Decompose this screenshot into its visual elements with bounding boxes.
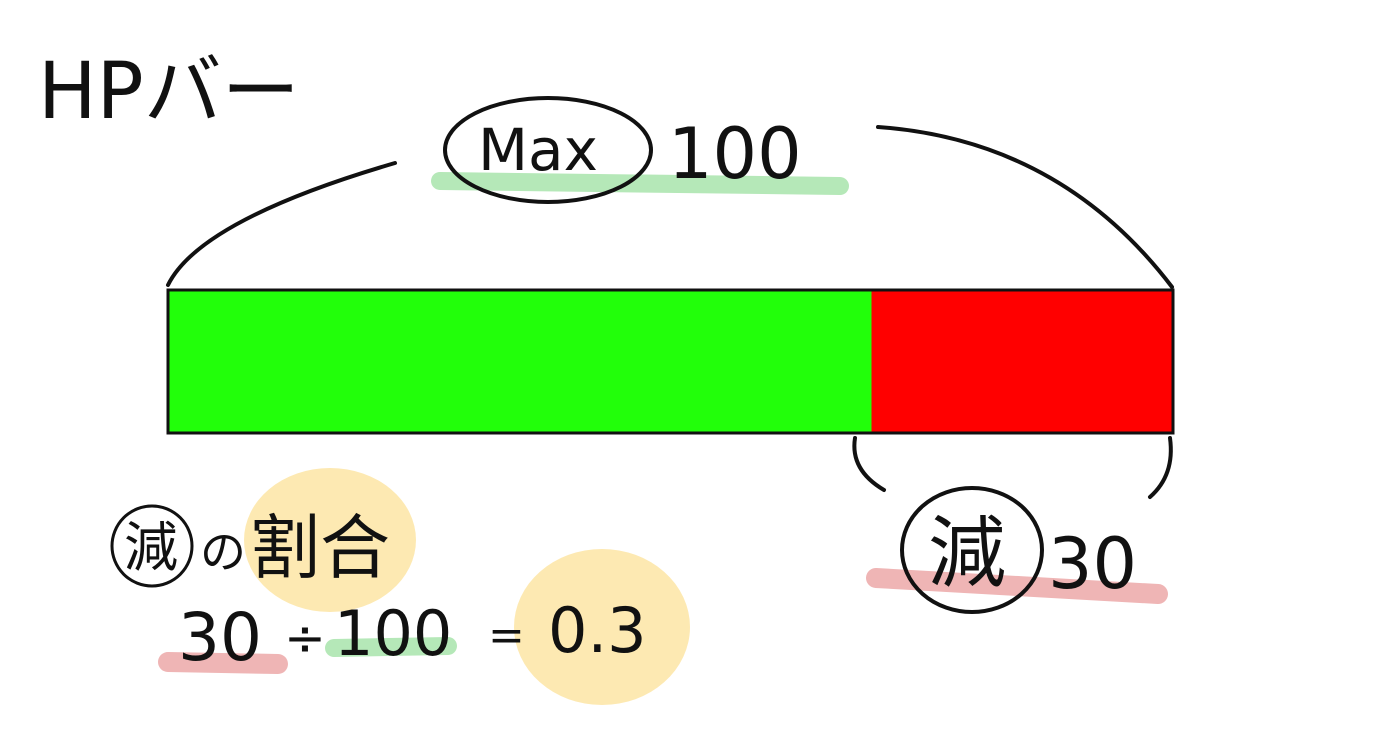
damage-label: 減 <box>928 509 1006 599</box>
equation-equals: = <box>488 610 525 661</box>
hp-remaining <box>168 290 872 433</box>
damage-highlight <box>866 568 1168 604</box>
damage-brace-right <box>1148 436 1173 499</box>
max-highlight <box>431 172 849 195</box>
damage-value: 30 <box>1048 523 1137 605</box>
equation-operator: ÷ <box>284 609 326 667</box>
max-label: Max <box>478 116 598 184</box>
ratio-word: 割合 <box>250 507 390 589</box>
damage-brace-left <box>852 436 886 492</box>
equation-result: 0.3 <box>548 594 647 667</box>
ratio-particle: の <box>200 525 246 579</box>
max-circle <box>443 96 653 204</box>
hp-bar <box>166 288 1175 435</box>
result-highlight <box>514 549 690 705</box>
dividend-highlight <box>158 652 288 674</box>
ratio-highlight <box>244 468 416 612</box>
ratio-circle <box>110 504 194 588</box>
equation-dividend: 30 <box>178 599 262 676</box>
ratio-circled-label: 減 <box>124 516 178 579</box>
diagram-title: HPバー <box>38 47 300 137</box>
divisor-highlight <box>325 637 457 657</box>
hp-bar-outline <box>166 288 1175 435</box>
equation-divisor: 100 <box>334 597 452 670</box>
max-brace-left <box>166 161 397 287</box>
max-brace-right <box>876 125 1174 289</box>
max-value: 100 <box>668 113 802 195</box>
hp-lost <box>871 290 1173 433</box>
damage-circle <box>900 486 1044 614</box>
